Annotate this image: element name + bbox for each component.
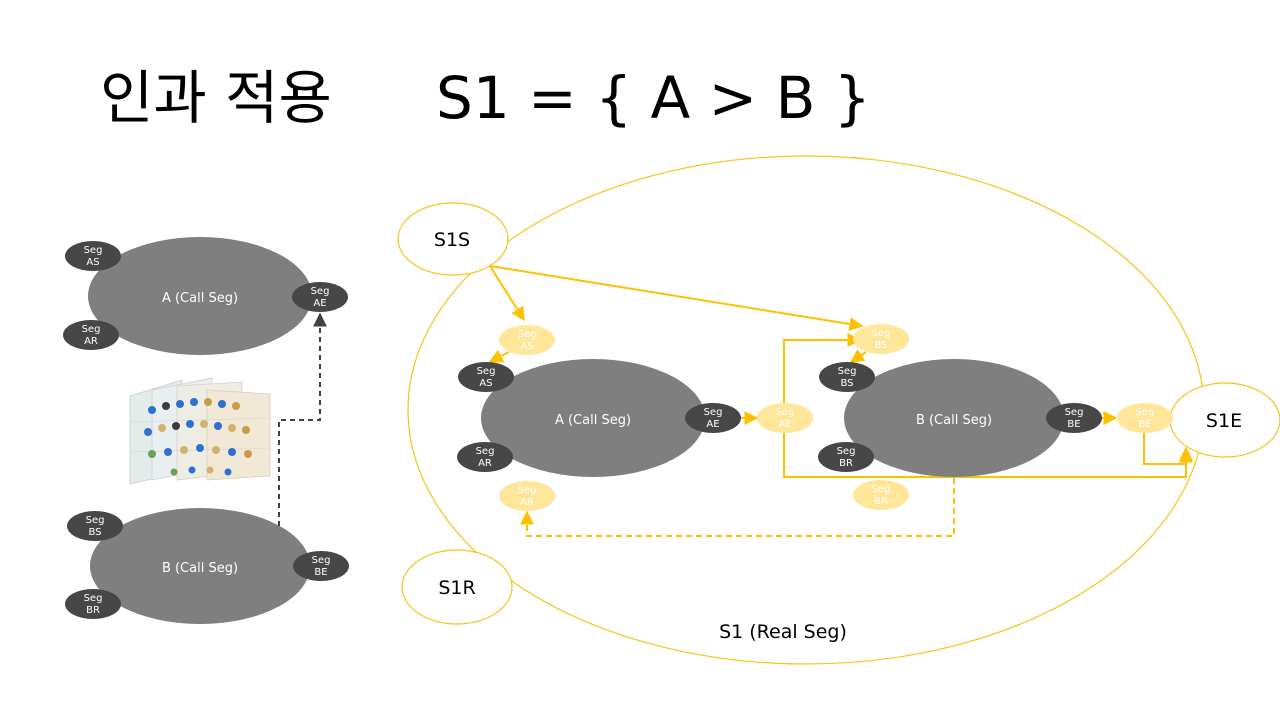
- title-expression: S1 = { A > B }: [436, 64, 871, 132]
- right-seg-br-line2: BR: [839, 458, 853, 469]
- left-dashed-connector: [278, 312, 327, 526]
- right-seg-be[interactable]: [1046, 403, 1102, 433]
- yellow-seg-bs[interactable]: [853, 324, 909, 354]
- right-seg-ar[interactable]: [457, 442, 513, 472]
- ya-as-to-as: [488, 349, 510, 363]
- yellow-connectors: [488, 265, 1193, 537]
- left-seg-ar-line1: Seg: [82, 324, 101, 335]
- left-seg-bs-line2: BS: [88, 527, 101, 538]
- right-seg-as[interactable]: [458, 362, 514, 392]
- left-b-node[interactable]: [90, 508, 310, 624]
- left-seg-ar[interactable]: [63, 320, 119, 350]
- br-dashed-to-ya-ar: [520, 478, 955, 537]
- yellow-seg-ae-line1: Seg: [776, 407, 795, 418]
- left-seg-as-line2: AS: [86, 257, 99, 268]
- s1r-node[interactable]: [401, 549, 513, 625]
- yellow-seg-bs-line1: Seg: [872, 328, 891, 339]
- left-seg-bs-line1: Seg: [86, 515, 105, 526]
- right-a-group: A (Call Seg) Seg AS Seg AR Seg AE: [457, 359, 741, 477]
- yellow-seg-nodes: Seg AS Seg AR Seg AE Seg BS Seg BR Seg B…: [499, 324, 1173, 511]
- s1s-label: S1S: [434, 229, 470, 251]
- yellow-seg-br-line1: Seg: [872, 484, 891, 495]
- right-a-label: A (Call Seg): [555, 413, 631, 428]
- yellow-seg-ar[interactable]: [499, 481, 555, 511]
- s1e-label: S1E: [1206, 410, 1242, 432]
- right-a-node[interactable]: [481, 359, 705, 477]
- right-seg-ae[interactable]: [685, 403, 741, 433]
- left-seg-bs[interactable]: [67, 511, 123, 541]
- title-korean: 인과 적용: [100, 64, 332, 132]
- right-seg-ar-line2: AR: [478, 458, 492, 469]
- s1r-label: S1R: [438, 577, 475, 599]
- slide-title: 인과 적용 S1 = { A > B }: [100, 64, 871, 134]
- right-seg-be-line1: Seg: [1065, 407, 1084, 418]
- left-seg-ar-line2: AR: [84, 336, 98, 347]
- right-seg-ae-line1: Seg: [704, 407, 723, 418]
- yellow-seg-ar-line1: Seg: [518, 485, 537, 496]
- left-seg-as-line1: Seg: [84, 245, 103, 256]
- yellow-seg-ae-line2: AE: [778, 419, 791, 430]
- left-a-group: A (Call Seg) Seg AS Seg AR Seg AE: [63, 237, 348, 355]
- s1s-to-ya-as: [489, 265, 525, 322]
- yellow-seg-be-line1: Seg: [1136, 407, 1155, 418]
- left-seg-ae-line1: Seg: [311, 286, 330, 297]
- yellow-seg-ar-line2: AR: [520, 497, 534, 508]
- right-b-label: B (Call Seg): [916, 413, 992, 428]
- yellow-seg-as-line1: Seg: [518, 329, 537, 340]
- left-seg-ae-line2: AE: [313, 298, 326, 309]
- yellow-seg-ae[interactable]: [757, 403, 813, 433]
- right-seg-bs-line1: Seg: [838, 366, 857, 377]
- yellow-seg-bs-line2: BS: [874, 340, 887, 351]
- right-seg-ae-line2: AE: [706, 419, 719, 430]
- right-seg-as-line1: Seg: [477, 366, 496, 377]
- left-seg-as[interactable]: [65, 241, 121, 271]
- yellow-seg-be-line2: BE: [1138, 419, 1151, 430]
- right-seg-be-line2: BE: [1067, 419, 1080, 430]
- yellow-seg-br[interactable]: [853, 480, 909, 510]
- right-seg-bs[interactable]: [819, 362, 875, 392]
- s1s-node[interactable]: [397, 202, 509, 276]
- yellow-seg-be[interactable]: [1117, 403, 1173, 433]
- left-b-label: B (Call Seg): [162, 561, 238, 576]
- left-b-group: B (Call Seg) Seg BS Seg BR Seg BE: [65, 508, 349, 624]
- right-seg-br[interactable]: [818, 442, 874, 472]
- left-seg-ae[interactable]: [292, 282, 348, 312]
- left-seg-be[interactable]: [293, 551, 349, 581]
- s1-real-seg-label: S1 (Real Seg): [719, 621, 847, 643]
- s1s-to-yb-bs: [489, 265, 864, 331]
- yellow-seg-br-line2: BR: [874, 496, 888, 507]
- left-seg-br[interactable]: [65, 589, 121, 619]
- yellow-seg-as[interactable]: [499, 325, 555, 355]
- left-seg-be-line1: Seg: [312, 555, 331, 566]
- 3d-cube-grid-icon: [129, 377, 271, 485]
- left-seg-br-line1: Seg: [84, 593, 103, 604]
- right-b-group: B (Call Seg) Seg BS Seg BR Seg BE: [818, 359, 1102, 477]
- right-b-node[interactable]: [844, 359, 1064, 477]
- right-seg-bs-line2: BS: [840, 378, 853, 389]
- yb-be-to-s1e: [1143, 432, 1193, 465]
- left-a-label: A (Call Seg): [162, 291, 238, 306]
- left-seg-be-line2: BE: [314, 567, 327, 578]
- right-seg-as-line2: AS: [479, 378, 492, 389]
- right-seg-br-line1: Seg: [837, 446, 856, 457]
- left-a-node[interactable]: [88, 237, 312, 355]
- yellow-seg-as-line2: AS: [520, 341, 533, 352]
- left-seg-br-line2: BR: [86, 605, 100, 616]
- ya-ae-to-yb-bs: [783, 333, 862, 432]
- right-seg-ar-line1: Seg: [476, 446, 495, 457]
- yb-bs-to-bs: [849, 349, 867, 363]
